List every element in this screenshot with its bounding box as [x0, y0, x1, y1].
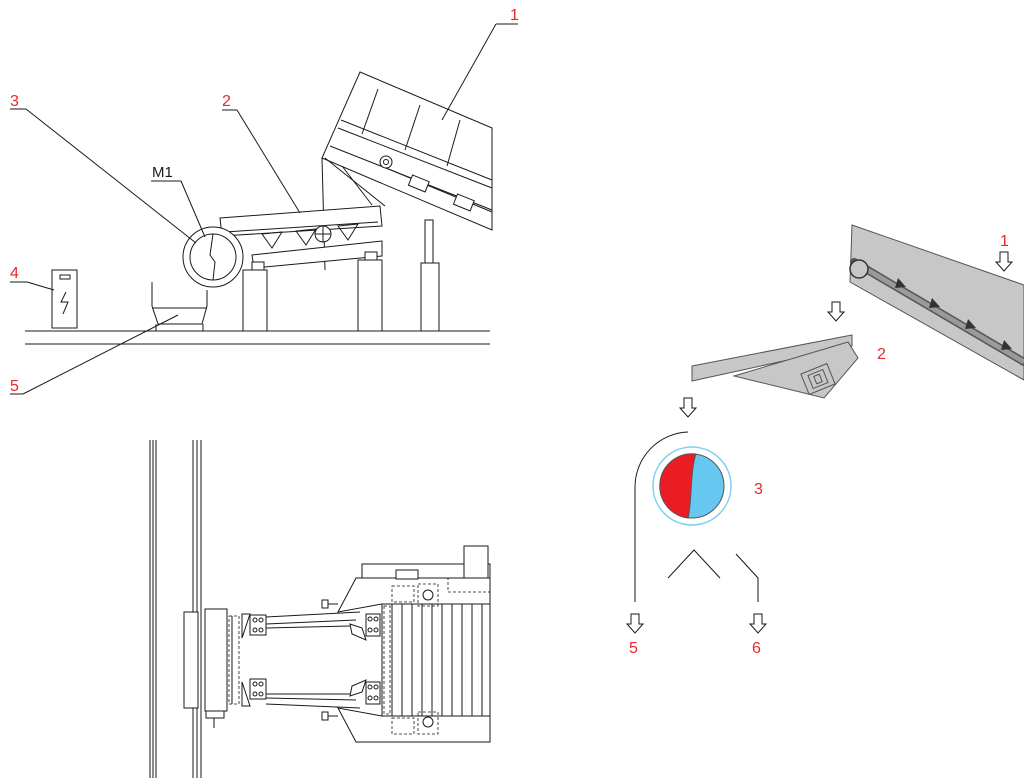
schematic-label-screen: 2	[877, 346, 886, 363]
schematic-label-separator: 3	[754, 481, 763, 498]
side-label-drum: 3	[10, 93, 19, 110]
side-screen	[219, 205, 383, 332]
plan-view	[149, 440, 491, 778]
schematic-label-out-left: 5	[629, 640, 638, 657]
down-arrow-icon	[678, 397, 698, 418]
down-arrow-icon	[994, 251, 1014, 272]
motor-label: M1	[152, 164, 173, 181]
side-bin	[151, 282, 208, 331]
schematic: 1 2 3 5 6	[625, 224, 1024, 657]
side-conveyor	[321, 71, 493, 332]
side-label-cabinet: 4	[10, 265, 19, 282]
schematic-label-conveyor: 1	[1000, 233, 1009, 250]
side-cabinet	[51, 269, 78, 329]
down-arrow-icon	[625, 613, 645, 634]
side-label-bin: 5	[10, 378, 19, 395]
side-label-conveyor: 1	[510, 7, 519, 24]
schematic-screen	[691, 334, 853, 382]
side-drum	[151, 180, 244, 288]
side-label-screen: 2	[222, 93, 231, 110]
schematic-label-out-right: 6	[752, 640, 761, 657]
down-arrow-icon	[748, 613, 768, 634]
down-arrow-icon	[826, 301, 846, 322]
side-view: 1 2 3 4 5 M1	[10, 7, 519, 395]
